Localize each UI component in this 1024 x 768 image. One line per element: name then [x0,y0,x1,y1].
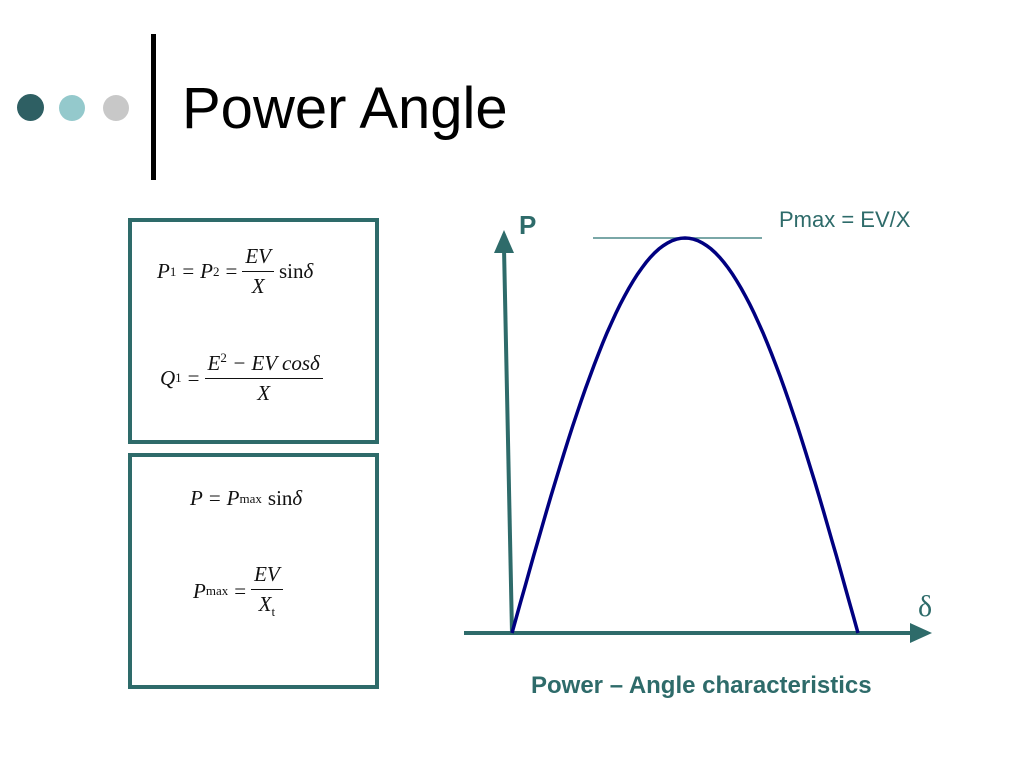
bullet-dot-light [59,95,85,121]
y-axis-arrowhead [494,230,514,253]
eq2-num-e: E [207,351,221,375]
eq2-fraction: E2 − EV cosδ X [204,350,323,406]
eq4-den-x: X [258,592,272,616]
eq2-angle: δ [310,351,320,375]
eq4-numerator: EV [251,562,283,590]
title-divider [151,34,156,180]
eq4-fraction: EV Xt [251,562,283,620]
x-axis-label: δ [918,590,933,623]
diagram-caption: Power – Angle characteristics [531,672,872,699]
eq3-mid: P [226,486,240,510]
eq1-fraction: EV X [242,244,274,299]
eq2-denominator: X [257,381,271,405]
eq1-denominator: X [251,274,265,298]
eq1-sin: sin [279,259,304,283]
eq3-angle: δ [292,486,303,510]
eq1-lhs-sub: 1 [169,263,177,279]
y-axis [502,247,514,634]
eq1-lhs: P [157,259,170,283]
eq1-numerator: EV [242,244,274,272]
eq3-mid-sub: max [239,490,262,506]
eq1-mid-sub: 2 [213,263,220,279]
eq2-lhs-sub: 1 [175,370,182,385]
eq2-lhs: Q [160,365,176,390]
eq4-lhs-sub: max [205,583,229,599]
eq1-angle: δ [303,259,314,283]
eq4-den-sub: t [271,604,276,620]
bullet-dot-gray [103,95,129,121]
y-axis-label: P [519,210,537,240]
eq3-sin: sin [267,486,293,510]
eq4-lhs: P [193,578,206,603]
eq2-numerator: E2 − EV cosδ [204,350,323,379]
slide-title: Power Angle [182,76,508,141]
eq2-num-rest: − EV cos [226,351,311,375]
power-curve [510,236,860,634]
equation-box-top [128,218,379,444]
eq3-lhs: P [190,486,203,510]
pmax-label: Pmax = EV/X [779,207,911,232]
equation-box-bottom [128,453,379,689]
x-axis-arrowhead [910,623,932,643]
eq2-num-sup: 2 [220,350,227,365]
eq1-mid: P [200,259,213,283]
bullet-dot-dark [17,94,44,121]
eq4-denominator: Xt [259,590,275,620]
